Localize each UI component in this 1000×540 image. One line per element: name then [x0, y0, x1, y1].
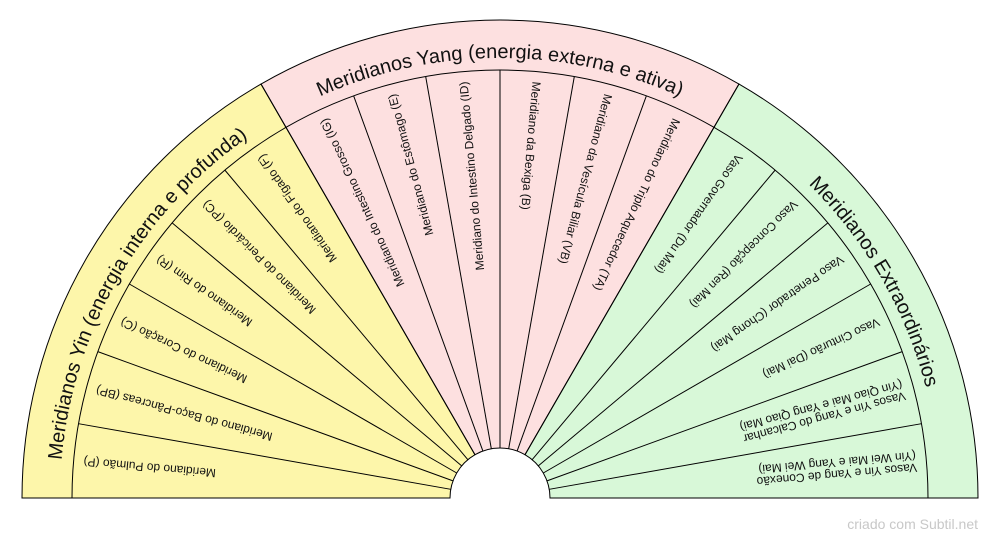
yin-group-sector — [21, 83, 476, 499]
segment-divider — [353, 95, 484, 452]
segment-divider — [129, 283, 457, 474]
segment-divider — [546, 351, 903, 482]
group-divider — [260, 83, 476, 455]
segment-divider — [224, 169, 469, 461]
credit-footer: criado com Subtil.net — [847, 516, 978, 532]
segment-divider — [516, 95, 647, 452]
segment-divider — [531, 169, 776, 461]
extra-group-sector — [524, 83, 979, 499]
segment-divider — [549, 423, 922, 490]
segment-divider — [425, 76, 492, 449]
yang-title-band-border — [285, 69, 715, 128]
segment-divider — [97, 351, 454, 482]
segment-divider — [543, 283, 871, 474]
segment-divider — [171, 222, 463, 467]
group-divider — [524, 83, 740, 455]
segment-divider — [537, 222, 829, 467]
segment-divider — [78, 423, 451, 490]
segment-divider — [508, 76, 575, 449]
segment-dividers — [22, 69, 978, 499]
